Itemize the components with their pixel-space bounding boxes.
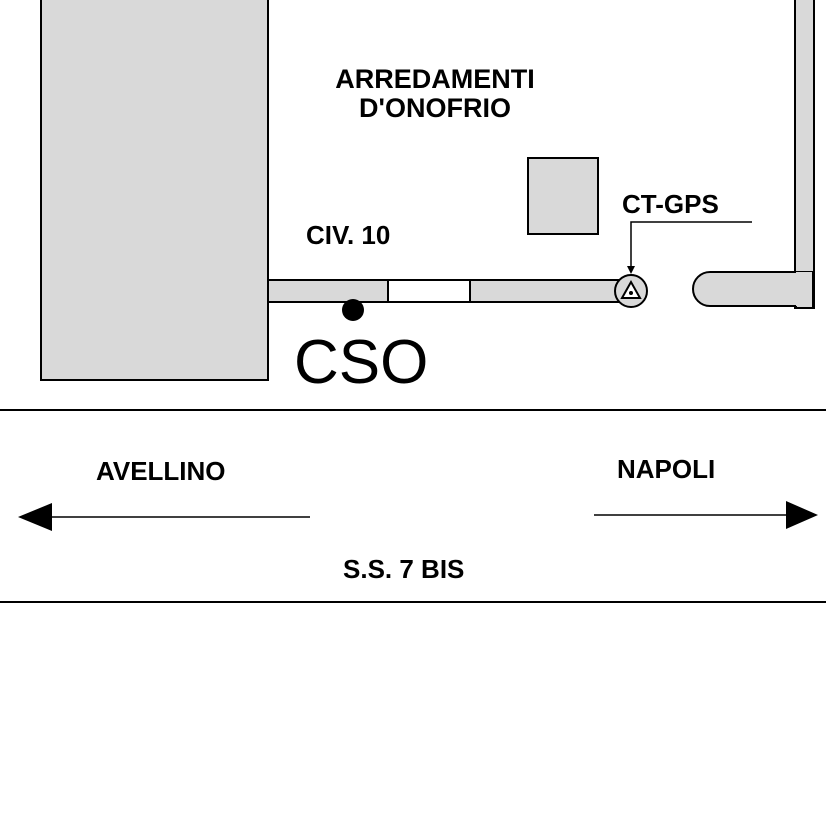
left-building: [40, 0, 269, 381]
wall-join: [796, 272, 812, 306]
arrow-left-icon: [18, 503, 52, 531]
direction-left-label: AVELLINO: [96, 456, 226, 486]
right-boundary-wall: [794, 0, 815, 309]
gps-leader-arrowhead: [627, 266, 635, 274]
road-name-label: S.S. 7 BIS: [343, 554, 464, 584]
gps-marker-dot: [629, 291, 633, 295]
direction-right-label: NAPOLI: [617, 454, 715, 484]
cso-point: [342, 299, 364, 321]
arrow-right-icon: [786, 501, 818, 529]
right-wall-segment: [692, 271, 814, 309]
gate-opening: [387, 279, 471, 303]
building-name-line2: D'ONOFRIO: [359, 93, 511, 123]
gps-leader-line: [630, 221, 752, 268]
gps-point-label: CT-GPS: [622, 189, 719, 219]
utility-box: [527, 157, 599, 235]
cso-label: CSO: [294, 328, 428, 397]
front-wall-right: [469, 279, 640, 303]
civic-number-label: CIV. 10: [306, 220, 390, 250]
building-name-line1: ARREDAMENTI: [335, 64, 535, 94]
gps-marker-triangle: [620, 279, 642, 299]
front-wall-left: [267, 279, 389, 303]
